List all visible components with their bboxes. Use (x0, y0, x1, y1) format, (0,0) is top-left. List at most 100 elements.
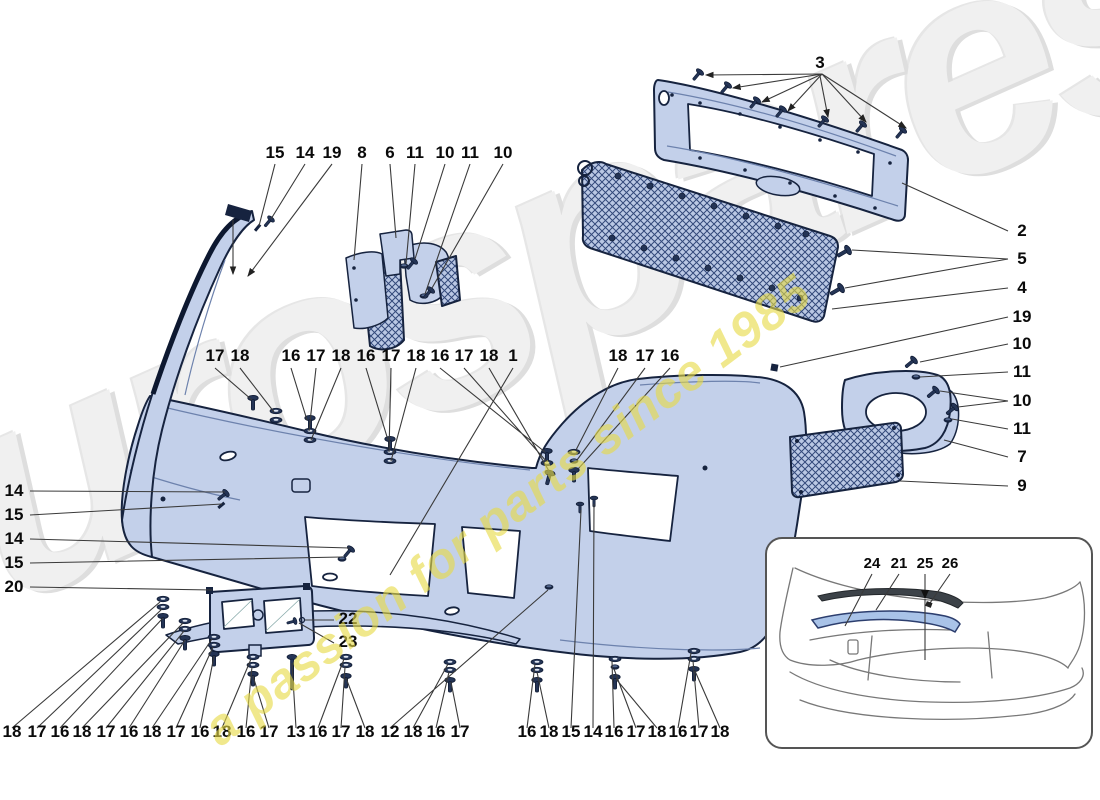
horn-end-cap (225, 204, 252, 222)
callout-10: 10 (494, 143, 513, 162)
callout-21: 21 (891, 555, 908, 572)
long-screw-part13 (286, 654, 298, 691)
callout-19: 19 (323, 143, 342, 162)
callout-26: 26 (942, 555, 959, 572)
callout-16: 16 (431, 346, 450, 365)
callout-17: 17 (627, 722, 646, 741)
callout-18: 18 (711, 722, 730, 741)
callout-17: 17 (636, 346, 655, 365)
callout-7: 7 (1017, 447, 1026, 466)
callout-15: 15 (266, 143, 285, 162)
callout-25: 25 (917, 555, 934, 572)
mesh-grille-part4 (577, 160, 854, 323)
callout-4: 4 (1017, 278, 1027, 297)
callout-16: 16 (51, 722, 70, 741)
callout-16: 16 (309, 722, 328, 741)
frame-screw-holes (670, 93, 892, 210)
inset-leaders (844, 573, 951, 660)
plug-icon (911, 374, 921, 380)
callout-17: 17 (382, 346, 401, 365)
callout-17: 17 (455, 346, 474, 365)
callout-11: 11 (461, 143, 479, 162)
callout-9: 9 (1017, 476, 1026, 495)
callout-15: 15 (5, 505, 24, 524)
side-duct-assembly-parts7-9 (770, 354, 961, 499)
callout-18: 18 (648, 722, 667, 741)
callout-18: 18 (356, 722, 375, 741)
callout-16: 16 (427, 722, 446, 741)
plug-icon (943, 417, 953, 423)
inset-box (765, 537, 1093, 749)
inset-bumper-line-art (779, 567, 1086, 720)
callout-18: 18 (407, 346, 426, 365)
screw-icon (261, 214, 276, 230)
callout-17: 17 (28, 722, 47, 741)
callout-22: 22 (339, 609, 358, 628)
callout-18: 18 (143, 722, 162, 741)
callout-18: 18 (540, 722, 559, 741)
fastener-stacks (156, 394, 701, 693)
callout-16: 16 (518, 722, 537, 741)
callout-6: 6 (385, 143, 394, 162)
callout-16: 16 (120, 722, 139, 741)
callout-14: 14 (5, 481, 24, 500)
callout-10: 10 (1013, 391, 1032, 410)
callout-17: 17 (690, 722, 709, 741)
callout-20: 20 (5, 577, 24, 596)
leader-lines (11, 71, 1009, 729)
callout-12: 12 (381, 722, 400, 741)
callout-17: 17 (206, 346, 225, 365)
callout-14: 14 (5, 529, 24, 548)
callout-16: 16 (282, 346, 301, 365)
callout-16: 16 (605, 722, 624, 741)
callout-1: 1 (508, 346, 517, 365)
callout-17: 17 (332, 722, 351, 741)
callout-16: 16 (669, 722, 688, 741)
callout-11: 11 (1013, 419, 1031, 438)
callout-10: 10 (436, 143, 455, 162)
trim-strip-part24 (810, 610, 961, 634)
callout-16: 16 (191, 722, 210, 741)
screw-icon (902, 354, 920, 371)
grille-bolts (608, 172, 810, 302)
callout-11: 11 (1013, 362, 1031, 381)
license-plate-bracket-part20 (206, 583, 315, 691)
callout-11: 11 (406, 143, 424, 162)
callout-17: 17 (97, 722, 116, 741)
callout-18: 18 (213, 722, 232, 741)
callout-17: 17 (260, 722, 279, 741)
callout-3: 3 (815, 53, 824, 72)
callout-13: 13 (287, 722, 306, 741)
callout-17: 17 (167, 722, 186, 741)
callout-24: 24 (864, 555, 881, 572)
callout-16: 16 (661, 346, 680, 365)
callout-14: 14 (584, 722, 603, 741)
callout-16: 16 (357, 346, 376, 365)
callout-17: 17 (451, 722, 470, 741)
bracket-assembly-parts8-6 (345, 229, 461, 351)
callout-18: 18 (3, 722, 22, 741)
callout-14: 14 (296, 143, 315, 162)
callout-18: 18 (609, 346, 628, 365)
callout-18: 18 (480, 346, 499, 365)
callout-15: 15 (562, 722, 581, 741)
callout-23: 23 (339, 632, 358, 651)
square-nut-icon (770, 363, 779, 372)
callout-2: 2 (1017, 221, 1026, 240)
callout-18: 18 (73, 722, 92, 741)
callout-18: 18 (231, 346, 250, 365)
callout-18: 18 (332, 346, 351, 365)
callout-8: 8 (357, 143, 366, 162)
grille-surround-frame-part2 (653, 79, 909, 222)
callout-18: 18 (404, 722, 423, 741)
callout-15: 15 (5, 553, 24, 572)
pin-icon (253, 223, 262, 232)
callout-10: 10 (1013, 334, 1032, 353)
callout-19: 19 (1013, 307, 1032, 326)
arrow-icon (921, 590, 929, 599)
callout-17: 17 (307, 346, 326, 365)
clip-icon (925, 601, 933, 608)
